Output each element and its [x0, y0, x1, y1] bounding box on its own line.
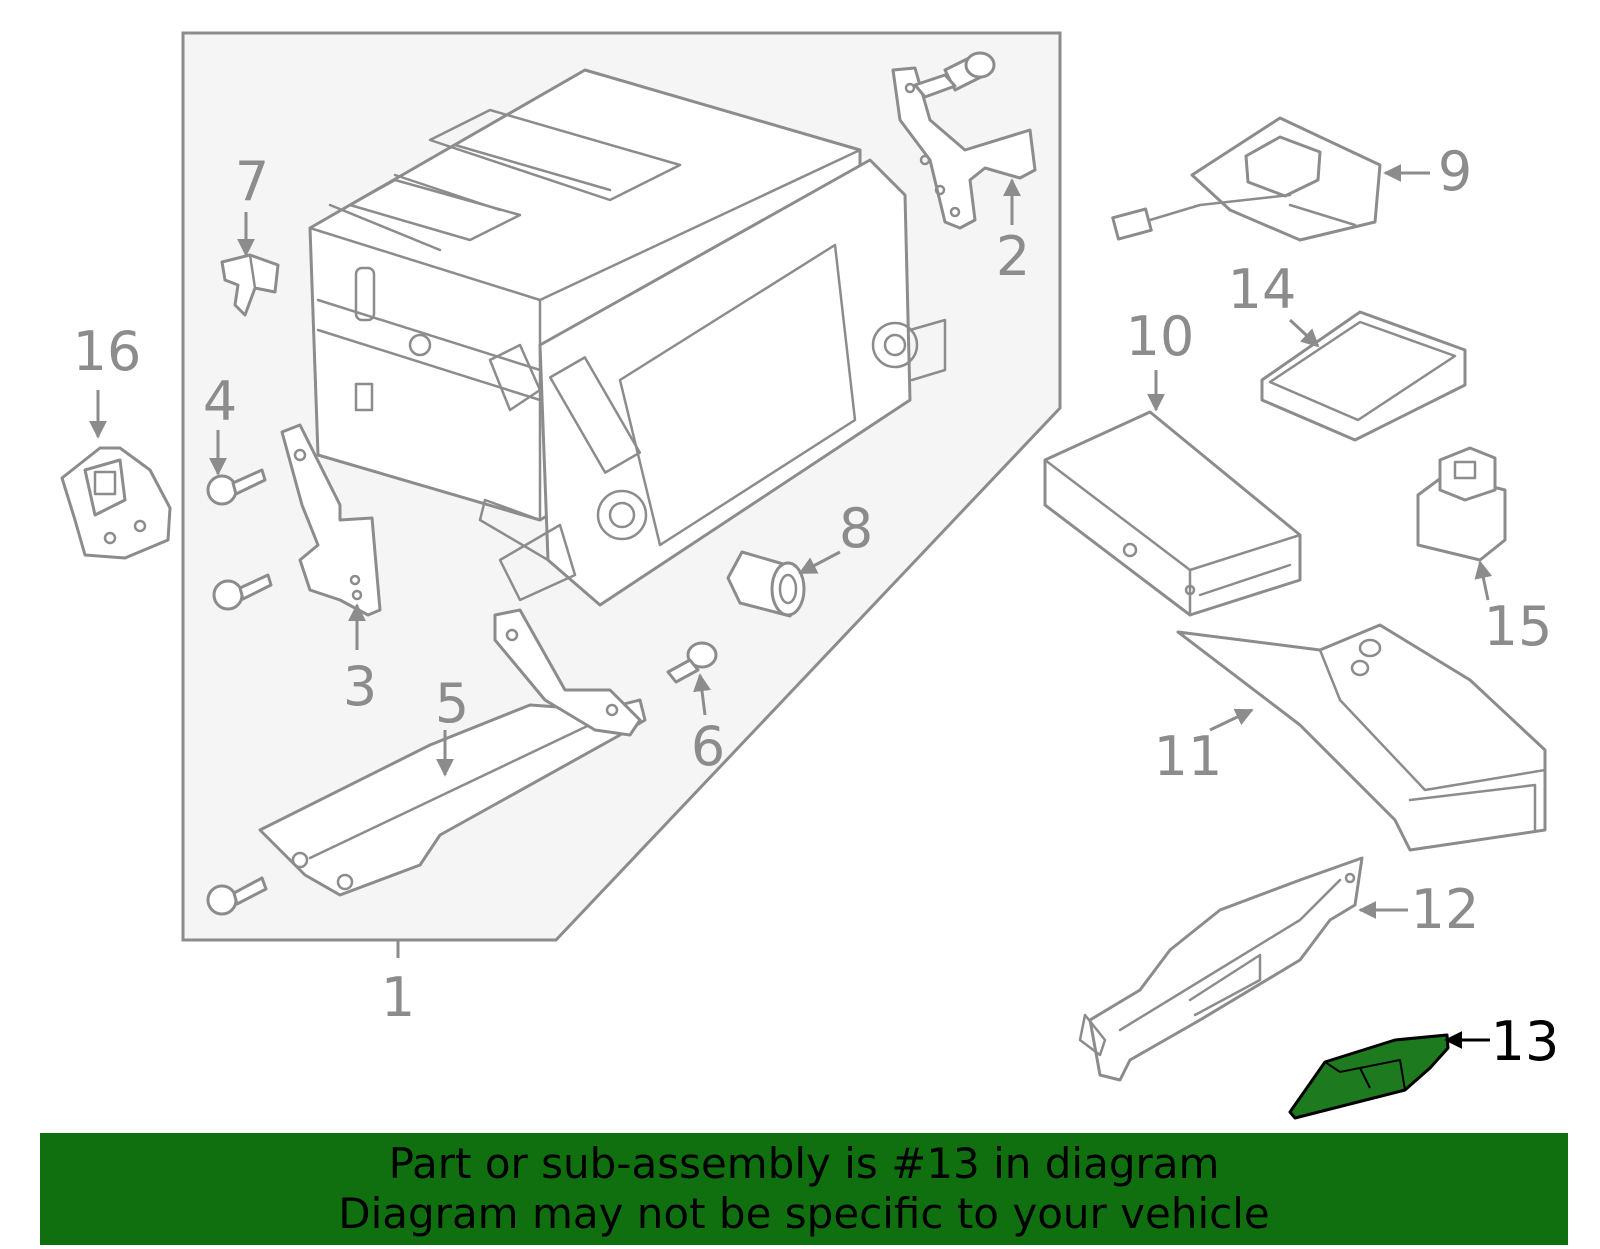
callout-4: 4: [203, 370, 237, 433]
head-unit-part: [308, 68, 947, 607]
callout-8: 8: [839, 497, 873, 560]
callout-13: 13: [1491, 1010, 1560, 1073]
bracket-part-12: [1078, 856, 1364, 1082]
callout-5: 5: [435, 672, 469, 735]
callout-11: 11: [1154, 725, 1223, 788]
clip-part-7: [220, 253, 280, 317]
callout-10: 10: [1126, 305, 1195, 368]
bracket-part-5: [258, 608, 647, 897]
callout-16: 16: [73, 320, 142, 383]
leader-line-11: [1209, 708, 1254, 732]
callout-3: 3: [343, 655, 377, 718]
info-banner: Part or sub-assembly is #13 in diagram D…: [40, 1133, 1568, 1245]
leader-line-15: [1474, 560, 1493, 601]
bracket-part-3: [280, 423, 382, 617]
callout-9: 9: [1438, 140, 1472, 203]
banner-line-part-number: Part or sub-assembly is #13 in diagram: [388, 1139, 1220, 1188]
callout-7: 7: [235, 150, 269, 213]
screw-part-6: [666, 641, 718, 684]
screw-part-4: [206, 468, 273, 916]
bracket-part-16: [60, 446, 172, 560]
highlighted-part-13: [1288, 1033, 1450, 1120]
bracket-part-2: [891, 66, 1037, 230]
module-part-9: [1111, 116, 1382, 242]
knob-part-8: [726, 550, 806, 618]
callout-6: 6: [691, 715, 725, 778]
callout-15: 15: [1484, 595, 1553, 658]
box-part-10: [1043, 410, 1302, 617]
banner-line-disclaimer: Diagram may not be specific to your vehi…: [338, 1189, 1270, 1238]
callout-14: 14: [1228, 258, 1297, 321]
leader-line-6: [693, 673, 711, 716]
screw-part-2: [913, 51, 996, 99]
callout-2: 2: [996, 225, 1030, 288]
callout-1: 1: [381, 966, 415, 1029]
callout-12: 12: [1411, 878, 1480, 941]
card-part-14: [1260, 310, 1467, 442]
leader-line-14: [1288, 318, 1320, 348]
connector-part-15: [1416, 446, 1507, 562]
housing-part-11: [1176, 623, 1547, 852]
leader-line-8: [798, 550, 841, 575]
